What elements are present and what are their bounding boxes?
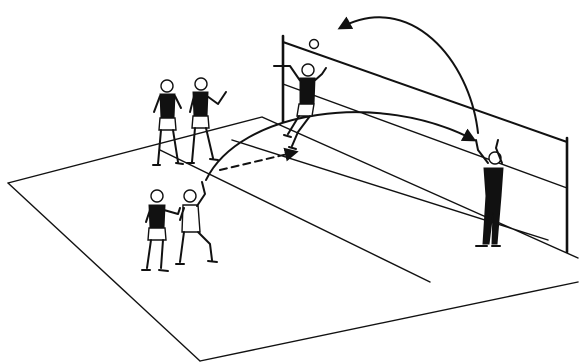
short-pass-dashed-arrow	[220, 152, 296, 170]
player-front-right	[176, 182, 217, 264]
volleyball-ball	[310, 40, 319, 49]
player-front-left	[142, 190, 180, 271]
player-back-right	[187, 78, 226, 163]
high-arc-arrow	[340, 17, 478, 133]
net-bottom-band	[283, 84, 567, 188]
attack-line	[160, 150, 430, 282]
player-back-left	[153, 80, 183, 165]
long-pass-arrow	[206, 112, 474, 180]
net-top-band	[283, 42, 567, 142]
